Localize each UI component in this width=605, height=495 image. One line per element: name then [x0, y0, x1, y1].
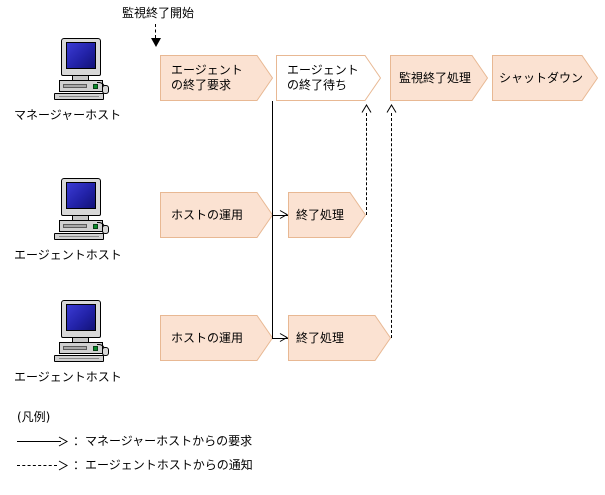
- keyboard-icon: [54, 233, 104, 240]
- legend-solid-arrow-icon: [17, 436, 69, 446]
- process-step-shutdown-processing-agent-1[interactable]: 終了処理: [288, 192, 366, 238]
- monitor-icon: [61, 300, 101, 338]
- process-step-label: ホストの運用: [171, 330, 244, 345]
- process-step-label: 監視終了処理: [399, 70, 472, 85]
- tower-icon: [59, 220, 103, 232]
- mouse-icon: [102, 85, 109, 94]
- chevron-shape: [288, 192, 366, 238]
- computer-icon-agent-2: [52, 300, 110, 362]
- trigger-arrowhead-icon: [151, 38, 161, 47]
- process-step-host-operation-agent-1[interactable]: ホストの運用: [160, 192, 273, 238]
- legend-separator: ：: [73, 458, 86, 472]
- process-step-label: 終了処理: [296, 330, 345, 345]
- drive-slot-icon: [63, 346, 87, 350]
- keyboard-keys-icon: [59, 96, 99, 97]
- connector-notify-agent-2-line: [391, 113, 392, 338]
- host-label-agent-2: エージェントホスト: [14, 370, 122, 384]
- monitor-stand-icon: [72, 76, 89, 80]
- drive-slot-icon: [63, 224, 87, 228]
- process-step-label: ホストの運用: [171, 207, 244, 222]
- computer-icon-agent-1: [52, 178, 110, 240]
- process-step-agent-shutdown-request[interactable]: エージェント の終了要求: [160, 55, 273, 101]
- legend-label: マネージャーホストからの要求: [85, 434, 253, 448]
- legend-separator: ：: [73, 434, 86, 448]
- legend-item-request: ： マネージャーホストからの要求: [17, 432, 252, 449]
- monitor-stand-icon: [72, 216, 89, 220]
- screen-icon: [66, 182, 96, 209]
- tower-icon: [59, 80, 103, 92]
- mouse-icon: [102, 347, 109, 356]
- chevron-shape: [288, 315, 391, 361]
- connector-notify-agent-1-line: [366, 113, 367, 215]
- chevron-shape: [160, 192, 273, 238]
- host-label-manager: マネージャーホスト: [14, 108, 122, 122]
- connector-request-branch-agent-1: [272, 215, 288, 216]
- keyboard-keys-icon: [59, 236, 99, 237]
- arrowhead-request-agent-2-icon: [279, 333, 288, 342]
- connector-manager-request-line: [272, 101, 273, 338]
- legend-item-notification: ： エージェントホストからの通知: [17, 456, 253, 473]
- monitor-stand-icon: [72, 338, 89, 342]
- legend-dashed-arrow-icon: [17, 460, 69, 470]
- process-step-label: シャットダウン: [499, 70, 584, 85]
- process-step-host-operation-agent-2[interactable]: ホストの運用: [160, 315, 273, 361]
- monitor-icon: [61, 178, 101, 216]
- process-step-monitoring-shutdown[interactable]: 監視終了処理: [390, 55, 488, 101]
- arrowhead-notify-agent-2-icon: [386, 104, 397, 113]
- screen-icon: [66, 304, 96, 331]
- screen-icon: [66, 42, 96, 69]
- process-step-label: 終了処理: [296, 207, 345, 222]
- chevron-shape: [492, 55, 598, 101]
- process-step-shutdown[interactable]: シャットダウン: [492, 55, 598, 101]
- tower-icon: [59, 342, 103, 354]
- chevron-shape: [160, 315, 273, 361]
- legend-label: エージェントホストからの通知: [85, 458, 253, 472]
- arrowhead-request-agent-1-icon: [279, 210, 288, 219]
- connector-request-branch-agent-2: [272, 338, 288, 339]
- chevron-shape: [276, 55, 381, 101]
- drive-slot-icon: [63, 84, 87, 88]
- process-step-waiting-agent-shutdown[interactable]: エージェント の終了待ち: [276, 55, 381, 101]
- mouse-icon: [102, 225, 109, 234]
- keyboard-icon: [54, 355, 104, 362]
- legend-title: (凡例): [17, 410, 51, 424]
- process-step-label: エージェント の終了要求: [171, 63, 243, 92]
- process-step-shutdown-processing-agent-2[interactable]: 終了処理: [288, 315, 391, 361]
- computer-icon-manager: [52, 38, 110, 100]
- host-label-agent-1: エージェントホスト: [14, 248, 122, 262]
- trigger-label: 監視終了開始: [122, 6, 195, 20]
- keyboard-keys-icon: [59, 358, 99, 359]
- keyboard-icon: [54, 93, 104, 100]
- chevron-shape: [390, 55, 488, 101]
- trigger-dashed-line: [155, 24, 156, 38]
- monitor-icon: [61, 38, 101, 76]
- chevron-shape: [160, 55, 273, 101]
- process-step-label: エージェント の終了待ち: [287, 63, 359, 92]
- arrowhead-notify-agent-1-icon: [361, 104, 372, 113]
